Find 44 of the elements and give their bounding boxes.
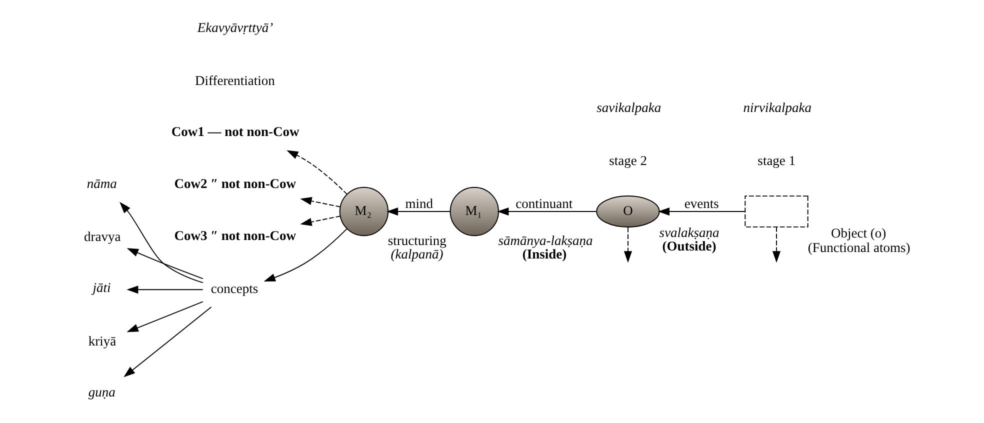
node-label: (Outside) [662, 238, 716, 254]
label: nirvikalpaka [743, 100, 812, 115]
node-circle: M₁ [450, 186, 499, 236]
node-text: jāti [92, 280, 111, 296]
node-label: (Inside) [522, 246, 567, 262]
edge-label: events [684, 196, 719, 211]
node-text: kriyā [88, 333, 116, 348]
node-label: structuring [388, 233, 446, 248]
node-text: dravya [84, 229, 121, 244]
arrow [286, 150, 348, 195]
arrow [126, 248, 204, 280]
node-circle: M₂ [339, 186, 389, 236]
arrow [300, 216, 341, 226]
arrow [124, 306, 212, 378]
edge-label: continuant [516, 196, 573, 211]
node-label: Object (o) [830, 226, 886, 241]
node-text: guṇa [88, 384, 116, 400]
arrow [624, 226, 632, 263]
node-text: Cow3 ″ not non-Cow [174, 228, 296, 244]
arrow [497, 207, 597, 216]
node-ellipse: O [596, 196, 660, 228]
arrow [658, 207, 746, 216]
arrow [386, 207, 451, 216]
node-label: (Functional atoms) [808, 240, 910, 256]
node-text: Cow1 — not non-Cow [171, 124, 300, 139]
arrow [120, 202, 204, 284]
arrow [772, 226, 781, 263]
arrow [126, 301, 204, 332]
arrow [300, 197, 341, 208]
arrow [264, 228, 348, 282]
node-label: (kalpanā) [390, 246, 444, 262]
node-label: svalakṣaṇa [659, 225, 720, 240]
label: stage 2 [609, 152, 648, 168]
node-label: sāmānya-lakṣaṇa [498, 233, 593, 248]
label: Ekavyāvṛttyā’ [197, 20, 274, 35]
label: savikalpaka [596, 100, 662, 115]
label: Differentiation [194, 72, 275, 88]
edge-label: mind [405, 196, 433, 211]
arrow [126, 286, 204, 294]
node-text: nāma [86, 176, 117, 192]
node-box [744, 196, 808, 228]
label: stage 1 [758, 152, 796, 168]
node-text: concepts [210, 281, 258, 296]
node-text: Cow2 ″ not non-Cow [174, 176, 296, 192]
